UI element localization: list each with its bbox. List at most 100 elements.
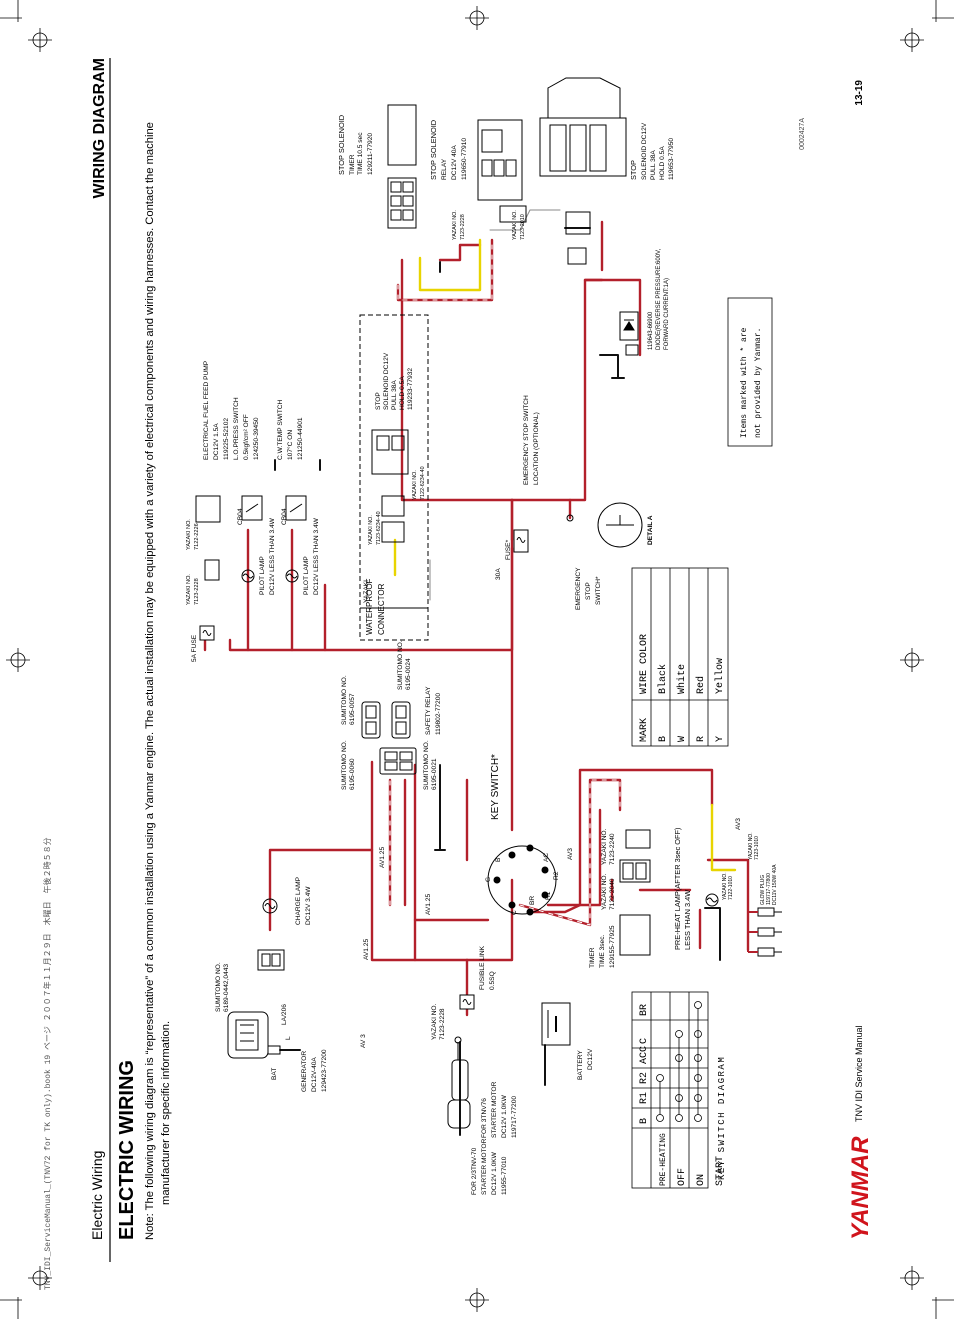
label-pump-1: DC12V 1.5A bbox=[213, 423, 220, 460]
note-line-2: manufacturer for specific information. bbox=[160, 1021, 172, 1205]
label-av3-a: AV 3 bbox=[360, 1034, 367, 1048]
label-ks-g: G bbox=[485, 877, 492, 882]
label-ks-c: C bbox=[511, 910, 518, 915]
header-section: Electric Wiring bbox=[89, 1151, 105, 1240]
yellow-wires bbox=[393, 238, 737, 872]
wire-table-color-1: White bbox=[676, 664, 688, 694]
key-table-row-0: PRE-HEATING bbox=[659, 1133, 668, 1186]
key-table-header-1: B bbox=[639, 1118, 650, 1124]
label-yazaki-f1-0: YAZAKI NO. bbox=[186, 574, 192, 605]
starter-motor-symbol bbox=[447, 1036, 471, 1129]
timer-symbol bbox=[619, 829, 651, 956]
key-table-row-3: START bbox=[715, 1156, 726, 1186]
label-yazaki-box1-1: 7123-6234-40 bbox=[376, 511, 382, 545]
label-yazaki-timer2-1: 7123-2240 bbox=[609, 833, 616, 865]
label-lo-press-0: L.O.PRESS SWITCH bbox=[233, 397, 240, 460]
label-sumitomo-d-0: SUMITOMO NO. bbox=[397, 640, 404, 690]
label-yazaki-timer2-0: YAZAKI NO. bbox=[601, 828, 608, 865]
label-box-sol-1: SOLENOID DC12V bbox=[383, 352, 390, 410]
label-estop-0: EMERGENCY STOP SWITCH bbox=[523, 395, 530, 485]
label-stop-sol-1: SOLENOID DC12V bbox=[641, 122, 648, 180]
fusible-link-symbol bbox=[459, 994, 475, 1010]
wire-table-mark-1: W bbox=[677, 736, 688, 742]
preheat-lamp-symbol bbox=[705, 893, 719, 907]
label-diode-0: 119643-66900 bbox=[648, 311, 654, 350]
label-cw-temp-1: 107°C ON bbox=[286, 430, 294, 460]
label-safety-relay-0: SAFETY RELAY bbox=[425, 686, 432, 735]
label-ss-relay-2: DC12V 40A bbox=[451, 145, 458, 180]
label-yazaki-a-0: YAZAKI NO. bbox=[431, 1003, 438, 1040]
label-cb04-b: CB04 bbox=[281, 508, 288, 525]
components bbox=[195, 77, 782, 1129]
label-av3-b: AV3 bbox=[567, 848, 574, 860]
wire-table-mark-0: B bbox=[658, 736, 669, 742]
label-estop-b-1: STOP bbox=[585, 582, 592, 600]
label-yazaki-mo-1: 7122-1010 bbox=[728, 876, 734, 900]
safety-relay-symbol bbox=[361, 701, 417, 775]
fuse-5a-symbol bbox=[199, 625, 215, 641]
label-diode-1: DIODE(REVERSE PRESSURE:600V, bbox=[656, 249, 662, 350]
label-pilot-a-0: PILOT LAMP bbox=[259, 556, 266, 595]
label-la206: LA/206 bbox=[281, 1004, 288, 1025]
label-starter-a-0: FOR 2/3TNV-70 bbox=[471, 1147, 478, 1195]
label-waterproof-2: YAZAKI bbox=[363, 580, 370, 603]
label-box-sol-4: 119233-77932 bbox=[407, 368, 414, 410]
header-title: WIRING DIAGRAM bbox=[91, 58, 108, 198]
label-sumitomo-e-0: SUMITOMO NO. bbox=[423, 740, 430, 790]
page-heading: ELECTRIC WIRING bbox=[116, 1060, 138, 1240]
emergency-stop-detail bbox=[566, 502, 643, 548]
label-ks-b: B bbox=[495, 857, 502, 862]
label-stop-sol-0: STOP bbox=[629, 160, 638, 180]
glow-plug-symbols bbox=[747, 907, 782, 957]
label-starter-b-2: DC12V 1.0KW bbox=[501, 1094, 508, 1138]
label-timer-1: TIME 3sec. bbox=[599, 934, 606, 968]
label-av125-a: AV1.25 bbox=[363, 939, 370, 960]
label-ks-ac: AC bbox=[543, 853, 550, 862]
label-fuse-5a: 5A FUSE bbox=[191, 634, 198, 662]
label-pump-0: ELECTRICAL FUEL FEED PUMP bbox=[203, 360, 210, 460]
label-pilot-b-0: PILOT LAMP bbox=[303, 556, 310, 595]
note-line-1: Note: The following wiring diagram is “r… bbox=[144, 122, 156, 1240]
label-timer-0: TIMER bbox=[589, 947, 596, 968]
not-provided-line-1: Items marked with * are bbox=[740, 327, 749, 438]
label-ks-br: BR bbox=[529, 896, 536, 905]
label-cb04-a: CB04 bbox=[237, 508, 244, 525]
label-yazaki-f2-0: YAZAKI NO. bbox=[186, 519, 192, 550]
charge-lamp-symbol bbox=[257, 898, 285, 971]
key-table-row-2: ON bbox=[696, 1174, 707, 1186]
yanmar-logo: YANMAR bbox=[847, 1136, 874, 1240]
stop-solenoid-timer-symbol bbox=[387, 104, 417, 229]
label-bat: BAT bbox=[271, 1068, 278, 1080]
diode-symbol bbox=[619, 311, 639, 356]
key-table-header-2: R1 bbox=[639, 1092, 650, 1104]
label-fusible-0: FUSIBLE LINK bbox=[479, 945, 486, 990]
label-yazaki-relay2-1: 7123-2010 bbox=[520, 214, 526, 240]
battery-symbol bbox=[541, 1002, 571, 1046]
label-ss-timer-3: 129211-77920 bbox=[367, 133, 374, 175]
generator-symbol bbox=[227, 1011, 281, 1059]
wire-table-color-2: Red bbox=[695, 676, 707, 694]
label-estop-1: LOCATION (OPTIONAL) bbox=[533, 412, 540, 485]
label-detail-a: DETAIL A bbox=[647, 515, 654, 545]
label-yazaki-relay-1: 7123-2228 bbox=[460, 214, 466, 240]
label-stop-sol-2: PULL 38A bbox=[650, 150, 657, 180]
wire-table-color-4: Red/White bbox=[0, 0, 54, 4]
label-box-sol-2: PULL 38A bbox=[391, 380, 398, 410]
fuse-30a-symbol bbox=[513, 529, 529, 553]
wire-table-color-3: Yellow bbox=[714, 658, 726, 694]
label-ss-timer-2: TIME 10.5 sec bbox=[357, 132, 364, 175]
label-ss-relay-3: 119650-77910 bbox=[461, 138, 468, 180]
label-yazaki-mo-0: YAZAKI NO. bbox=[722, 872, 728, 900]
label-yazaki-a-1: 7123-2228 bbox=[439, 1008, 446, 1040]
key-table-grid bbox=[631, 991, 709, 1189]
label-fuse30-1: FUSE* bbox=[505, 539, 512, 560]
label-battery-1: DC12V bbox=[587, 1048, 594, 1070]
stop-solenoid-relay-symbol bbox=[477, 119, 527, 223]
label-generator-2: 129423-77200 bbox=[321, 1049, 328, 1092]
stop-solenoid-symbol bbox=[539, 77, 627, 265]
label-starter-b-0: FOR 3TNV76 bbox=[481, 1098, 488, 1138]
key-table-header-3: R2 bbox=[639, 1072, 650, 1084]
